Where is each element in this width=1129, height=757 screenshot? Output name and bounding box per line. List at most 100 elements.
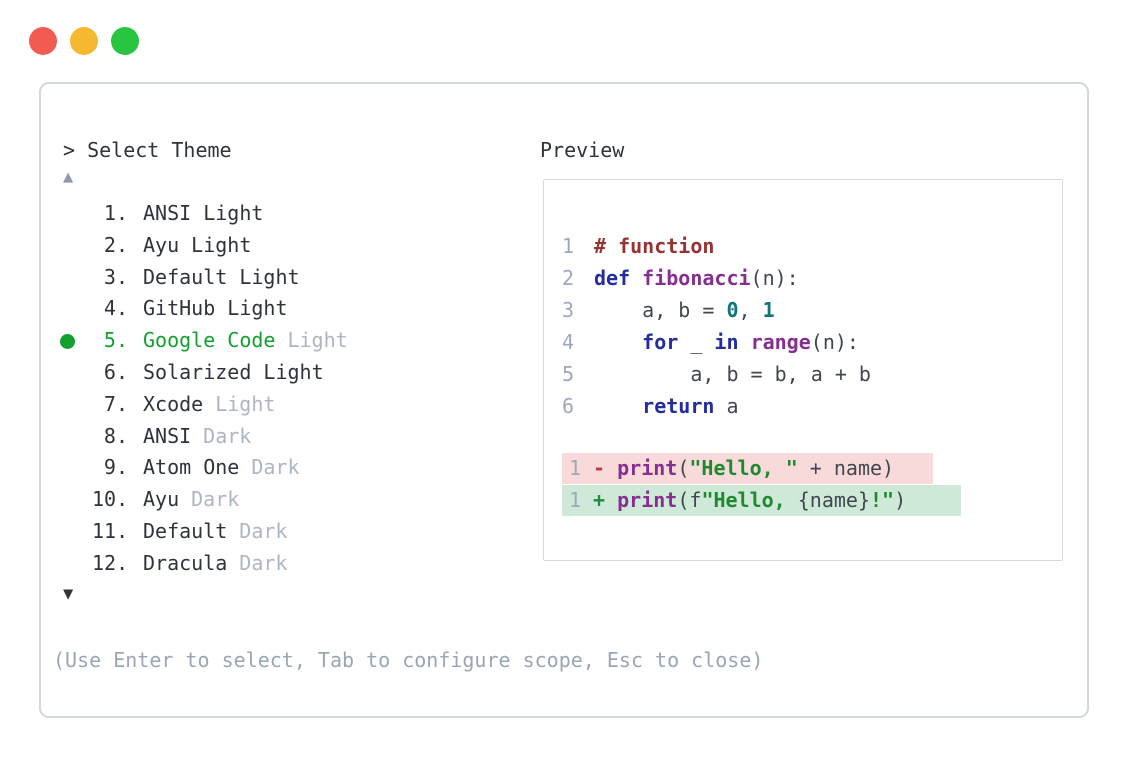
theme-list-item[interactable]: 6. Solarized Light bbox=[92, 357, 348, 389]
theme-list-item[interactable]: 8. ANSI Dark bbox=[92, 421, 348, 453]
theme-number: 5. bbox=[103, 328, 128, 353]
theme-list-item[interactable]: 11. Default Dark bbox=[92, 516, 348, 548]
code-line: 1 # function bbox=[562, 230, 871, 262]
theme-list-item[interactable]: 2.Ayu Light bbox=[92, 230, 348, 262]
theme-list-item[interactable]: 4.GitHub Light bbox=[92, 293, 348, 325]
code-token: in bbox=[714, 330, 739, 354]
code-token bbox=[630, 266, 642, 290]
theme-number: 6. bbox=[103, 359, 128, 384]
code-token: ( bbox=[677, 456, 690, 480]
diff-line: 1 - print("Hello, " + name) bbox=[562, 453, 961, 485]
code-token: range bbox=[750, 330, 811, 354]
theme-variant-label: Light bbox=[287, 328, 348, 353]
code-token: , bbox=[738, 298, 763, 322]
theme-variant-label: Dark bbox=[239, 518, 288, 543]
code-token bbox=[594, 394, 642, 418]
line-number: 5 bbox=[562, 362, 575, 386]
code-token: _ bbox=[678, 330, 715, 354]
theme-variant-label: Dark bbox=[191, 487, 240, 512]
code-token: fibonacci bbox=[642, 266, 751, 290]
selected-bullet-icon bbox=[60, 333, 75, 349]
help-text: (Use Enter to select, Tab to configure s… bbox=[53, 648, 764, 672]
diff-line-removed: 1 - print("Hello, " + name) bbox=[562, 453, 934, 484]
code-token: + bbox=[581, 487, 618, 512]
theme-list-item[interactable]: 9. Atom One Dark bbox=[92, 452, 348, 484]
theme-number: 8. bbox=[103, 423, 128, 448]
theme-name: Atom One bbox=[143, 455, 240, 480]
code-token: - bbox=[581, 456, 618, 480]
theme-name: Default bbox=[143, 518, 228, 543]
code-token: (n): bbox=[750, 266, 799, 290]
code-token: for bbox=[642, 330, 679, 354]
theme-number: 12. bbox=[92, 550, 129, 575]
theme-number: 10. bbox=[92, 487, 129, 512]
code-token: a bbox=[714, 394, 739, 418]
line-number: 1 bbox=[569, 456, 582, 480]
code-token: (f bbox=[677, 487, 702, 512]
theme-list-item[interactable]: 3. Default Light bbox=[92, 262, 348, 294]
preview-title: Preview bbox=[540, 138, 625, 162]
theme-list-item[interactable]: 5. Google Code Light bbox=[60, 325, 348, 357]
zoom-button[interactable] bbox=[111, 27, 139, 55]
theme-number: 11. bbox=[92, 518, 129, 543]
scroll-up-icon[interactable]: ▲ bbox=[63, 167, 74, 187]
theme-name: Ayu bbox=[143, 487, 180, 512]
code-token: print bbox=[617, 456, 678, 480]
diff-line-added: 1 + print(f"Hello, {name}!") bbox=[562, 484, 962, 516]
theme-variant-label: Light bbox=[215, 391, 276, 416]
close-button[interactable] bbox=[29, 27, 57, 55]
theme-variant-label: Dark bbox=[251, 455, 300, 480]
code-line: 5 a, b = b, a + b bbox=[562, 358, 871, 390]
line-number: 3 bbox=[562, 298, 575, 322]
diff-block: 1 - print("Hello, " + name)1 + print(f"H… bbox=[562, 453, 962, 517]
theme-number: 4. bbox=[103, 296, 128, 321]
code-token: 0 bbox=[726, 298, 739, 322]
code-line: 2 def fibonacci(n): bbox=[562, 262, 871, 294]
code-token: {name} bbox=[797, 487, 871, 512]
code-token: def bbox=[594, 266, 631, 290]
line-number: 2 bbox=[562, 266, 575, 290]
theme-variant-label: Dark bbox=[239, 550, 288, 575]
line-number: 4 bbox=[562, 330, 575, 354]
theme-name: Default Light bbox=[143, 264, 300, 289]
theme-number: 2. bbox=[103, 232, 128, 257]
theme-name: Google Code bbox=[143, 328, 276, 353]
code-line: 6 return a bbox=[562, 390, 871, 422]
theme-name: ANSI Light bbox=[143, 201, 264, 225]
code-token: a, b = b, a + b bbox=[594, 362, 871, 386]
theme-list-item[interactable]: 10. Ayu Dark bbox=[92, 484, 348, 516]
theme-name: Solarized Light bbox=[143, 359, 324, 384]
line-number: 1 bbox=[569, 487, 582, 512]
code-token: + name) bbox=[797, 456, 895, 480]
code-token bbox=[594, 330, 642, 354]
code-token: ) bbox=[894, 487, 907, 512]
theme-number: 7. bbox=[103, 391, 128, 416]
minimize-button[interactable] bbox=[70, 27, 98, 55]
code-token: a, b = bbox=[594, 298, 727, 322]
code-token: (n): bbox=[810, 330, 859, 354]
theme-variant-label: Dark bbox=[203, 423, 252, 448]
code-token bbox=[739, 330, 751, 354]
code-token: 1 bbox=[762, 298, 775, 322]
line-number: 6 bbox=[562, 394, 575, 418]
code-token: "Hello, bbox=[701, 487, 798, 512]
code-token: "Hello, " bbox=[689, 456, 798, 480]
theme-name: ANSI bbox=[143, 423, 192, 448]
theme-number: 1. bbox=[103, 201, 128, 225]
code-token: print bbox=[617, 487, 678, 512]
scroll-down-icon[interactable]: ▼ bbox=[63, 584, 74, 604]
code-line: 3 a, b = 0, 1 bbox=[562, 294, 871, 326]
theme-number: 9. bbox=[103, 455, 128, 480]
theme-number: 3. bbox=[103, 264, 128, 289]
code-token: return bbox=[642, 394, 715, 418]
diff-line: 1 + print(f"Hello, {name}!") bbox=[562, 484, 962, 517]
line-number: 1 bbox=[562, 234, 575, 258]
code-token: !" bbox=[870, 487, 895, 512]
code-token: # function bbox=[594, 234, 715, 258]
theme-list-item[interactable]: 1. ANSI Light bbox=[92, 198, 348, 230]
